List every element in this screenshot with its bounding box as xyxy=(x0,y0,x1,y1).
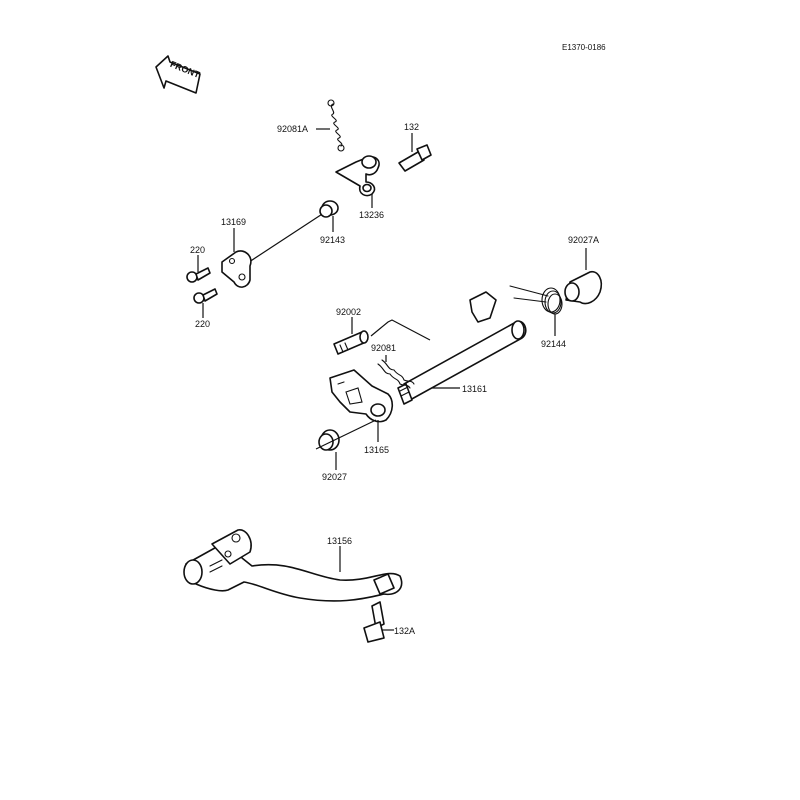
label-220-top: 220 xyxy=(190,245,205,255)
label-13165: 13165 xyxy=(364,445,389,455)
drawing-code: E1370-0186 xyxy=(562,43,606,52)
screw-220-bottom-icon xyxy=(193,288,218,304)
front-arrow-icon: FRONT xyxy=(155,55,202,94)
label-92144: 92144 xyxy=(541,339,566,349)
label-13169: 13169 xyxy=(221,217,246,227)
label-13161: 13161 xyxy=(462,384,487,394)
label-92143: 92143 xyxy=(320,235,345,245)
label-132: 132 xyxy=(404,122,419,132)
label-92081: 92081 xyxy=(371,343,396,353)
bolt-132-icon xyxy=(398,144,432,172)
pin-92002-icon xyxy=(333,330,369,355)
plate-13165-icon xyxy=(329,369,394,423)
label-92002: 92002 xyxy=(336,307,361,317)
label-13236: 13236 xyxy=(359,210,384,220)
label-92081A: 92081A xyxy=(277,124,308,134)
label-13156: 13156 xyxy=(327,536,352,546)
arm-13236-icon xyxy=(335,155,380,197)
bushing-92027A-icon xyxy=(564,270,603,305)
bushing-92027-icon xyxy=(318,429,340,451)
label-92027: 92027 xyxy=(322,472,347,482)
bolt-132A-icon xyxy=(363,601,385,643)
plate-13169-icon xyxy=(221,250,252,288)
label-132A: 132A xyxy=(394,626,415,636)
spring-92081A-icon xyxy=(327,99,345,152)
label-220-bottom: 220 xyxy=(195,319,210,329)
label-92027A: 92027A xyxy=(568,235,599,245)
spring-92081-icon xyxy=(377,359,415,389)
spring-92144-icon xyxy=(509,285,563,315)
pedal-13156-icon xyxy=(183,529,403,602)
screw-220-top-icon xyxy=(186,267,211,283)
collar-92143-icon xyxy=(319,200,339,218)
